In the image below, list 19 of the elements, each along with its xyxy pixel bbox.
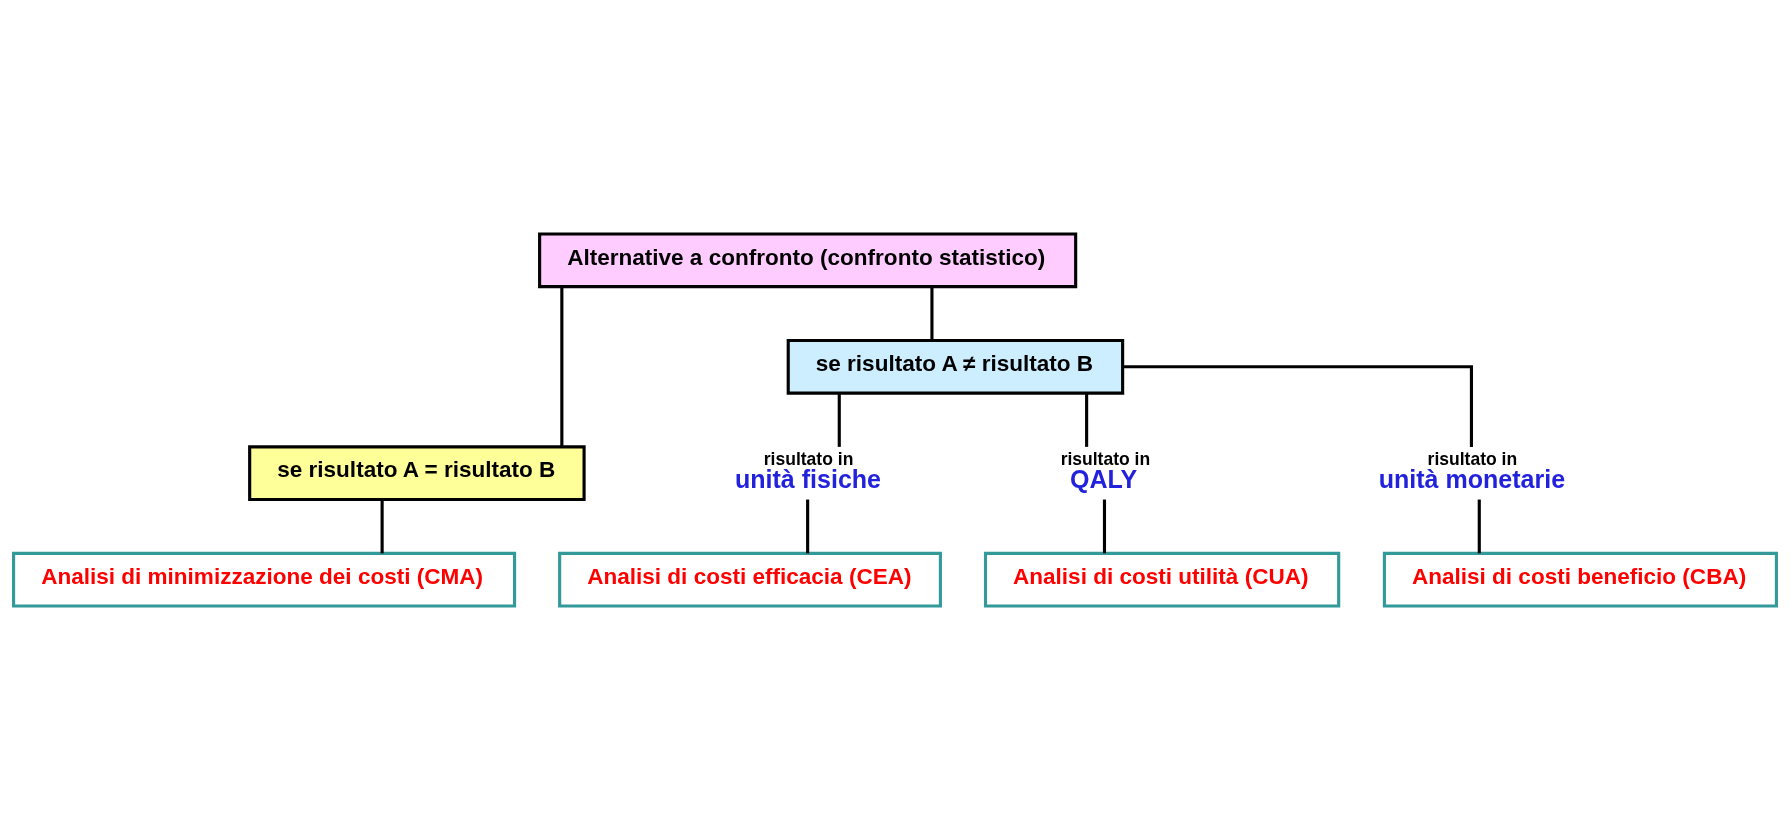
connector (1085, 393, 1089, 447)
connector (560, 286, 564, 447)
connector (837, 393, 841, 447)
connector (806, 499, 810, 554)
connector (930, 286, 934, 341)
connector (1122, 365, 1473, 447)
node-box: se risultato A ≠ risultato B (786, 338, 1125, 395)
node-box: se risultato A = risultato B (248, 445, 586, 502)
node-box: Alternative a confronto (confronto statistico) (538, 232, 1078, 289)
node-text: risultato in QALY (1060, 448, 1151, 494)
node-text: risultato in unità monetarie (1378, 448, 1566, 494)
connector (1102, 499, 1107, 554)
node-box: Analisi di costi efficacia (CEA) (558, 551, 942, 608)
node-text: risultato in unità fisiche (735, 448, 882, 494)
connector (380, 499, 384, 554)
node-box: Analisi di minimizzazione dei costi (CMA) (12, 551, 517, 608)
node-box: Analisi di costi beneficio (CBA) (1382, 551, 1778, 608)
node-box: Analisi di costi utilità (CUA) (983, 551, 1341, 608)
connector (1477, 499, 1481, 554)
